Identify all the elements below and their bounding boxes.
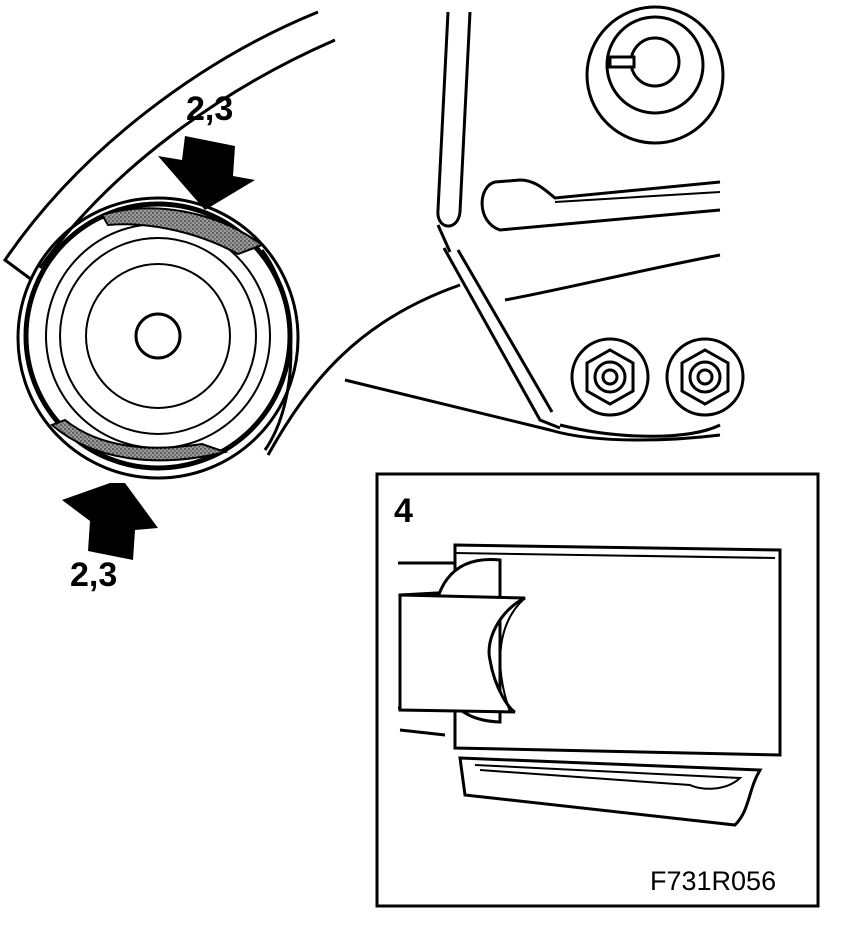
hex-nut-left: [570, 337, 650, 417]
inset-clamp-detail: [398, 543, 782, 827]
figure-code: F731R056: [650, 866, 777, 896]
hex-nut-right: [665, 337, 745, 417]
slotted-bracket: [480, 178, 721, 302]
upper-brake-pad: [100, 207, 265, 256]
arrow-up-right-icon: [62, 483, 158, 560]
lower-brake-pad: [50, 418, 229, 462]
keyed-boss: [585, 5, 725, 145]
inset-number-label: 4: [394, 492, 413, 530]
lever-rod: [436, 11, 561, 430]
callout-label-top: 2,3: [186, 90, 234, 128]
callout-label-bottom: 2,3: [70, 556, 118, 594]
pulley-assembly: [16, 196, 300, 480]
arrow-down-right-icon: [158, 136, 255, 210]
